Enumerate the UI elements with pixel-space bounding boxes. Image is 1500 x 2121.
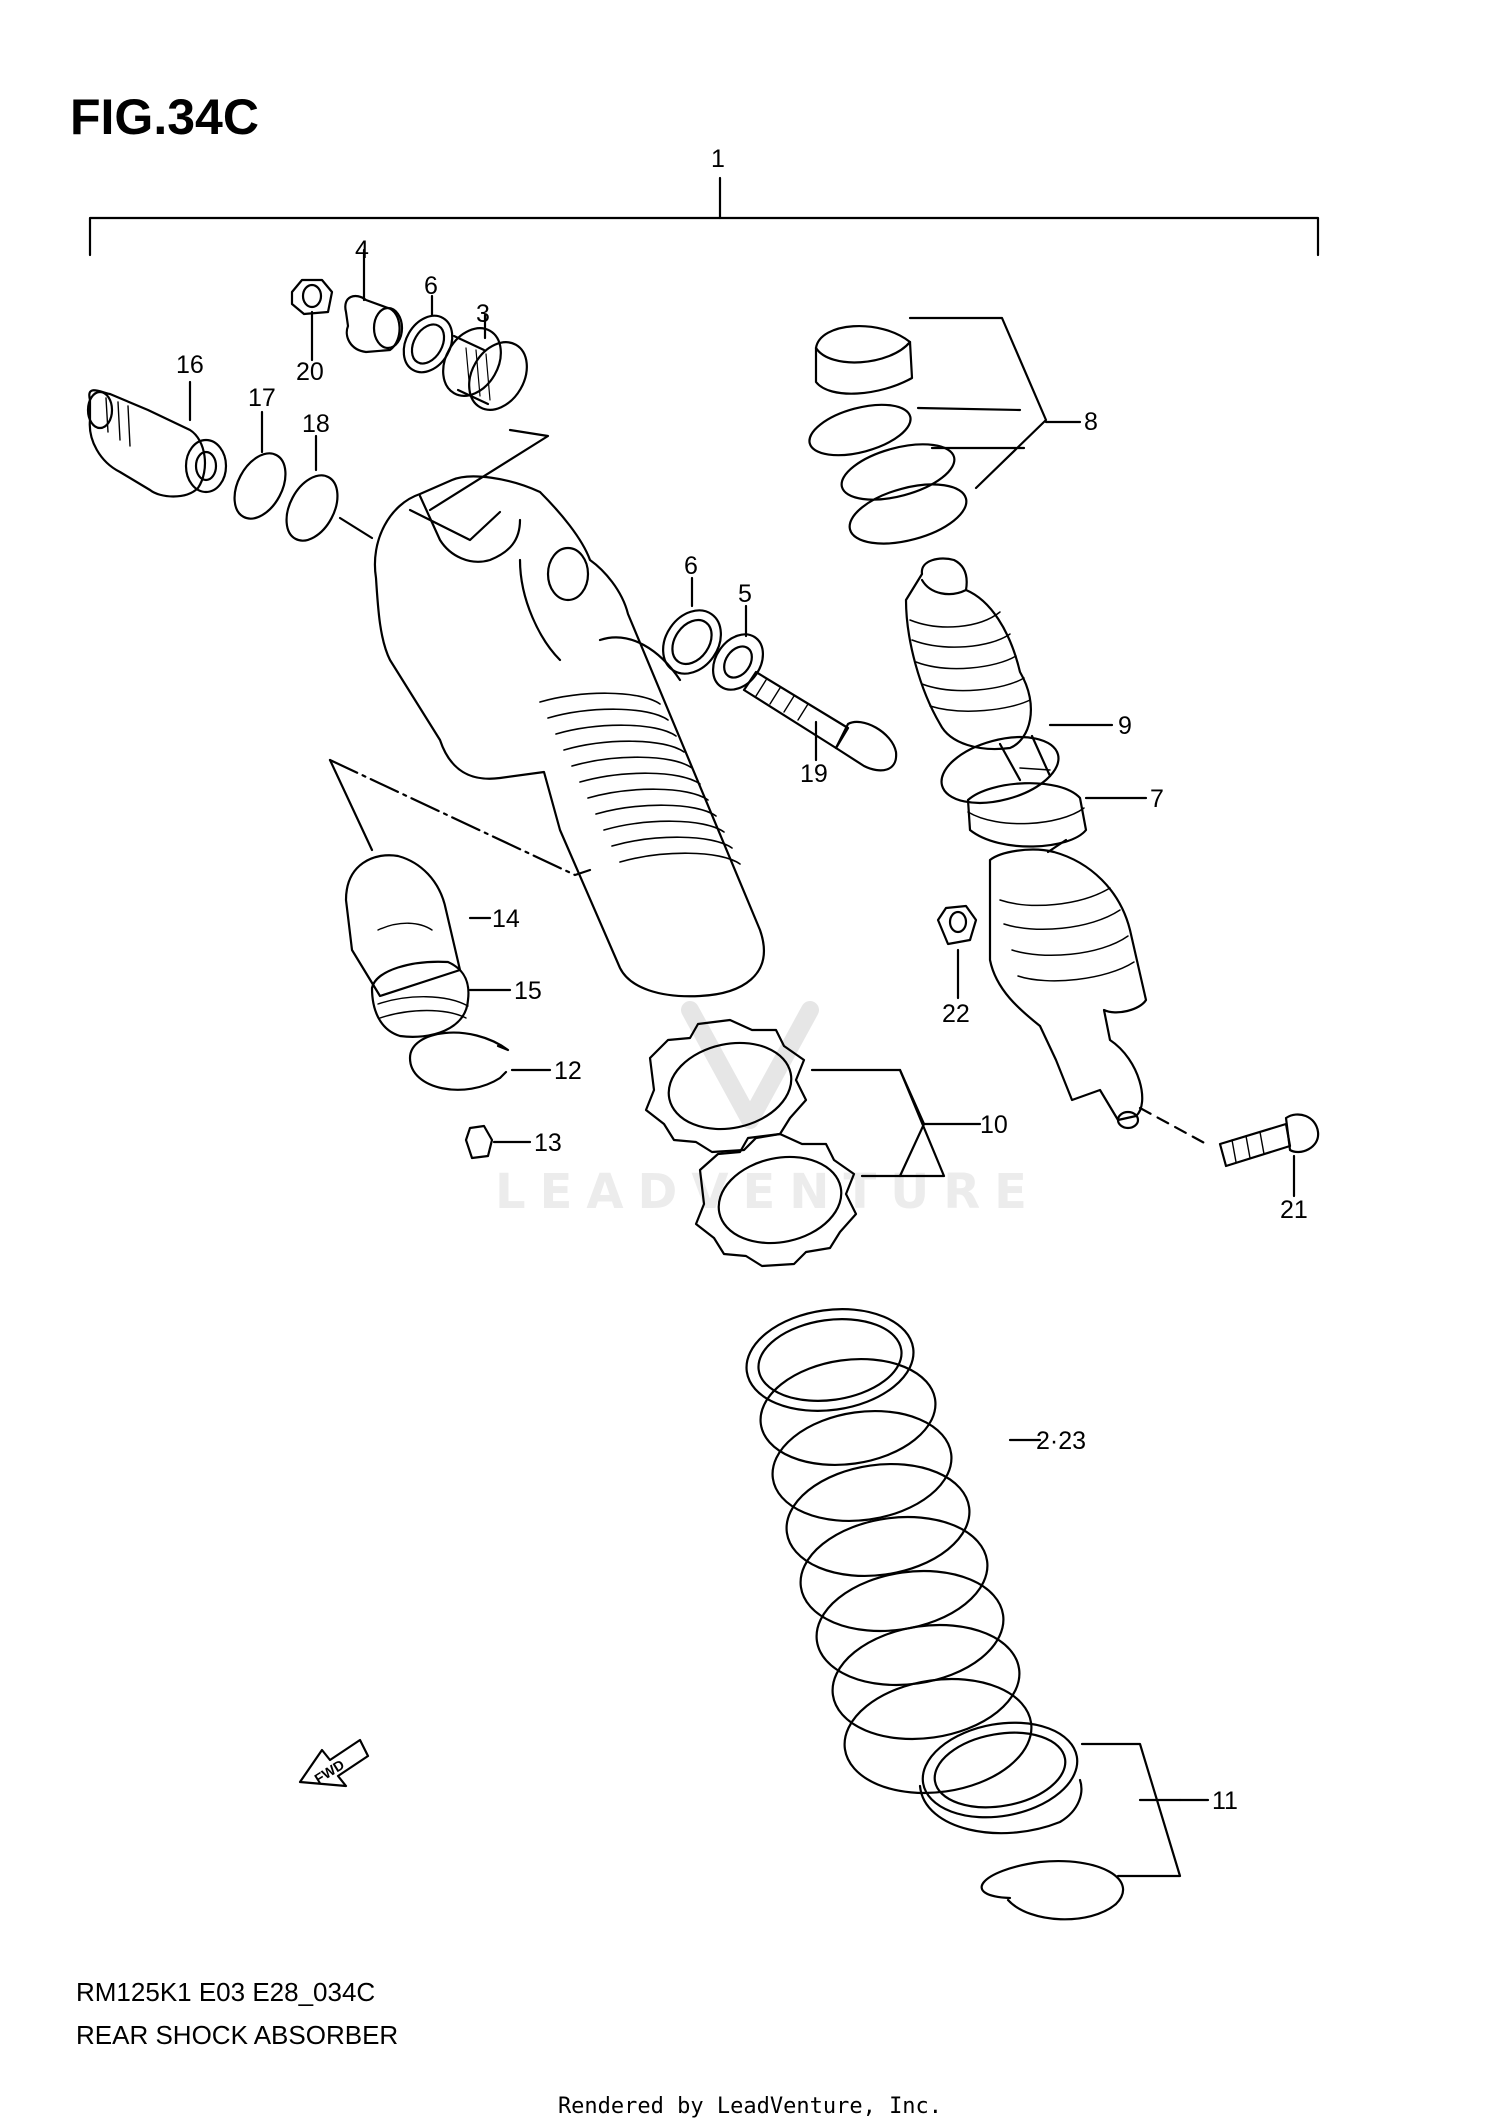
- callout-16: 16: [176, 351, 204, 379]
- part-15-reservoir-cap: [370, 960, 470, 1038]
- part-11-spring-seat: [918, 1721, 1182, 1921]
- leadventure-watermark: [681, 1001, 819, 1129]
- callout-21: 21: [1280, 1196, 1308, 1224]
- callout-10: 10: [980, 1111, 1008, 1139]
- part-6-seal-lower: [662, 609, 722, 675]
- callout-3: 3: [476, 300, 490, 328]
- figure-name: REAR SHOCK ABSORBER: [76, 2020, 399, 2050]
- part-20-nut: [290, 278, 334, 316]
- part-19-bolt: [742, 670, 898, 772]
- part-2-23-spring: [745, 1308, 1033, 1795]
- watermark-text: LEADVENTURE: [495, 1164, 1041, 1220]
- callout-12: 12: [554, 1057, 582, 1085]
- callout-13: 13: [534, 1129, 562, 1157]
- assembly-bracket: [88, 216, 1320, 257]
- part-3-bearing: [442, 327, 528, 411]
- part-18-o-ring: [285, 474, 339, 542]
- shock-body: [373, 475, 765, 998]
- model-code: RM125K1 E03 E28_034C: [76, 1977, 376, 2007]
- part-14-reservoir: [344, 854, 462, 998]
- figure-title: FIG.34C: [70, 89, 259, 145]
- callout-1: 1: [711, 145, 725, 173]
- callout-9: 9: [1118, 712, 1132, 740]
- part-13-cap: [464, 1124, 494, 1160]
- part-17-o-ring: [233, 452, 287, 520]
- callout-7: 7: [1150, 785, 1164, 813]
- rendered-by-credit: Rendered by LeadVenture, Inc.: [557, 2094, 943, 2119]
- part-12-circlip: [408, 1031, 510, 1091]
- part-5-collar: [711, 633, 765, 691]
- callout-6-lower: 6: [684, 552, 698, 580]
- callout-11: 11: [1212, 1787, 1238, 1815]
- callout-18: 18: [302, 410, 330, 438]
- callout-5: 5: [738, 580, 752, 608]
- part-21-bolt: [1218, 1113, 1320, 1168]
- part-16-adjuster: [86, 389, 228, 498]
- callout-20: 20: [296, 358, 324, 386]
- fwd-arrow-icon: [298, 1738, 370, 1788]
- part-10-lock-nuts: [644, 1018, 946, 1268]
- part-8-rings: [808, 316, 1048, 545]
- damper-rod-assembly: [904, 557, 1148, 1130]
- part-4-collar: [344, 294, 404, 354]
- callout-17: 17: [248, 384, 276, 412]
- callout-8: 8: [1084, 408, 1098, 436]
- callout-22: 22: [942, 1000, 970, 1028]
- callout-14: 14: [492, 905, 520, 933]
- part-7-bump-rubber: [966, 767, 1088, 848]
- callout-19: 19: [800, 760, 828, 788]
- callout-4: 4: [355, 236, 369, 264]
- part-22-nut: [936, 904, 978, 946]
- callout-6-upper: 6: [424, 272, 438, 300]
- callout-2-23: 2·23: [1036, 1427, 1086, 1455]
- callout-15: 15: [514, 977, 542, 1005]
- part-9-ring: [940, 736, 1060, 804]
